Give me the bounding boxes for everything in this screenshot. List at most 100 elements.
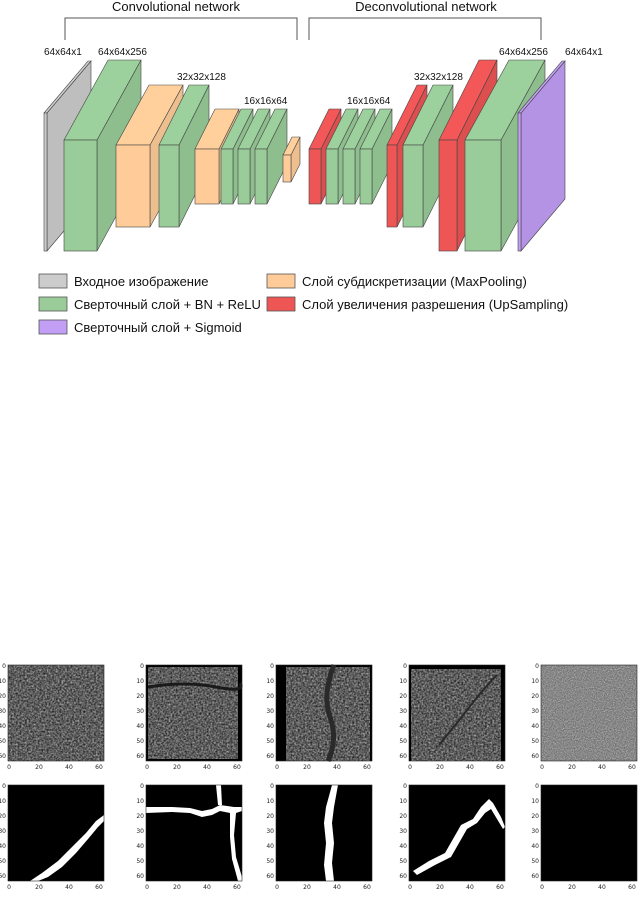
- tick-label: 60: [266, 753, 274, 760]
- tick-label: 60: [399, 873, 407, 880]
- tick-label: 10: [399, 798, 407, 805]
- tick-label: 40: [466, 764, 474, 771]
- tick-label: 10: [531, 678, 539, 685]
- tick-label: 20: [436, 764, 444, 771]
- tick-label: 50: [531, 858, 539, 865]
- architecture-diagram: Convolutional network Deconvolutional ne…: [38, 0, 603, 335]
- tick-label: 0: [145, 884, 149, 891]
- tick-label: 30: [399, 708, 407, 715]
- tick-label: 0: [145, 764, 149, 771]
- tick-label: 20: [0, 813, 6, 820]
- block-input-front: [43, 112, 48, 252]
- tick-label: 20: [173, 764, 181, 771]
- deconv-bracket: [308, 17, 542, 40]
- tick-label: 60: [233, 884, 241, 891]
- tick-label: 10: [136, 798, 144, 805]
- block-enc-conv1-front: [63, 139, 98, 252]
- tick-label: 20: [0, 693, 6, 700]
- block-enc-pool2-front: [194, 148, 220, 205]
- tick-label: 60: [628, 764, 636, 771]
- tick-label: 40: [203, 884, 211, 891]
- tick-label: 0: [270, 663, 274, 670]
- dim-label-dec1: 16x16x64: [347, 96, 391, 107]
- tick-label: 10: [399, 678, 407, 685]
- block-bottleneck-pool: [282, 136, 301, 183]
- tick-label: 50: [266, 858, 274, 865]
- tick-label: 40: [136, 843, 144, 850]
- tick-label: 40: [598, 884, 606, 891]
- tick-label: 40: [333, 884, 341, 891]
- tick-label: 60: [233, 764, 241, 771]
- legend-label-conv-sigmoid: Сверточный слой + Sigmoid: [74, 320, 242, 335]
- tick-label: 60: [0, 873, 6, 880]
- tick-label: 0: [270, 783, 274, 790]
- block-dec-conv1c-front: [359, 148, 373, 205]
- tick-label: 20: [136, 693, 144, 700]
- legend-swatch-conv-sigmoid: [38, 319, 68, 335]
- tick-label: 20: [35, 884, 43, 891]
- tick-label: 30: [266, 708, 274, 715]
- tick-label: 50: [266, 738, 274, 745]
- tick-label: 10: [531, 798, 539, 805]
- tick-label: 60: [628, 884, 636, 891]
- tick-label: 10: [136, 678, 144, 685]
- legend-label-conv-bn-relu: Сверточный слой + BN + ReLU: [74, 297, 261, 312]
- tick-label: 0: [540, 884, 544, 891]
- block-dec-conv3-front: [464, 139, 502, 252]
- tick-label: 20: [399, 693, 407, 700]
- block-bottleneck-pool-front: [282, 154, 292, 183]
- tick-label: 30: [0, 708, 6, 715]
- legend: Входное изображение Слой субдискретизаци…: [38, 273, 568, 335]
- tick-label: 40: [203, 764, 211, 771]
- tick-label: 60: [95, 764, 103, 771]
- tick-label: 10: [266, 798, 274, 805]
- tick-label: 0: [275, 884, 279, 891]
- tick-label: 0: [7, 764, 11, 771]
- tick-label: 20: [303, 884, 311, 891]
- tick-label: 40: [266, 843, 274, 850]
- block-enc-conv2a-front: [158, 144, 180, 228]
- tick-label: 10: [266, 678, 274, 685]
- tick-label: 20: [136, 813, 144, 820]
- block-enc-conv3a-front: [220, 148, 234, 205]
- tick-label: 0: [540, 764, 544, 771]
- tick-label: 60: [399, 753, 407, 760]
- tick-label: 0: [408, 884, 412, 891]
- tick-label: 20: [568, 884, 576, 891]
- tick-label: 0: [535, 663, 539, 670]
- legend-label-upsampling: Слой увеличения разрешения (UpSampling): [302, 297, 568, 312]
- tick-label: 10: [0, 678, 6, 685]
- tick-label: 30: [0, 828, 6, 835]
- tick-label: 0: [408, 764, 412, 771]
- tick-label: 20: [266, 693, 274, 700]
- legend-swatch-conv-bn-relu: [38, 296, 68, 312]
- dim-label-enc2: 32x32x128: [177, 72, 226, 83]
- tick-label: 40: [333, 764, 341, 771]
- block-dec-conv2a-front: [402, 144, 424, 228]
- tick-label: 40: [399, 723, 407, 730]
- tick-label: 50: [0, 738, 6, 745]
- tick-label: 40: [531, 843, 539, 850]
- crack-mask: [413, 799, 505, 875]
- tick-label: 60: [266, 873, 274, 880]
- tick-label: 20: [531, 813, 539, 820]
- tick-label: 60: [531, 873, 539, 880]
- tick-label: 20: [303, 764, 311, 771]
- tick-label: 40: [65, 764, 73, 771]
- tick-label: 0: [535, 783, 539, 790]
- tick-label: 50: [531, 738, 539, 745]
- tick-label: 40: [598, 764, 606, 771]
- tick-label: 0: [2, 783, 6, 790]
- tick-label: 30: [136, 828, 144, 835]
- block-enc-pool1-front: [115, 144, 151, 228]
- tick-label: 20: [173, 884, 181, 891]
- tick-label: 30: [531, 828, 539, 835]
